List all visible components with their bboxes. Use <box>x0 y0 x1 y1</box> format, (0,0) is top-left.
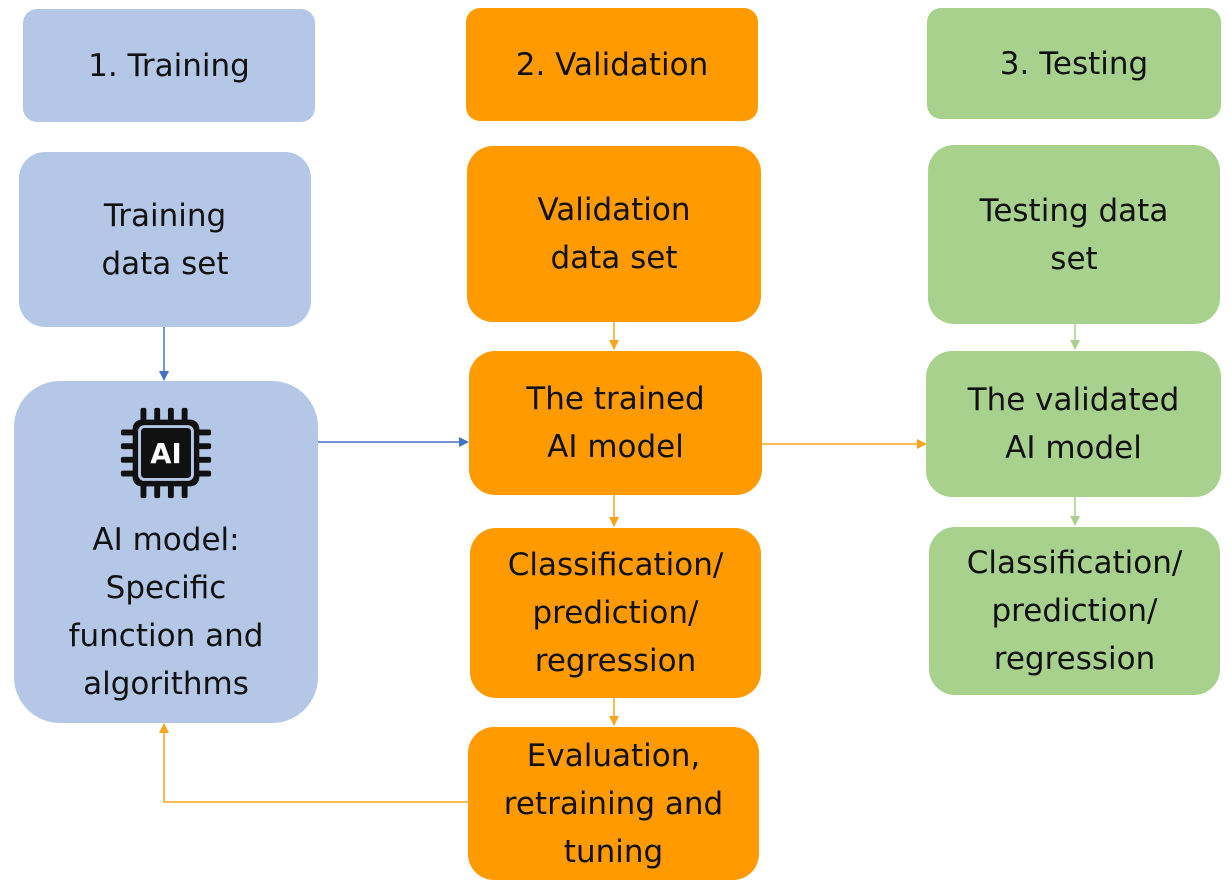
testing-output-box: Classification/ prediction/ regression <box>929 527 1220 695</box>
validated-model-line: The validated <box>967 382 1180 418</box>
validated-model-box: The validated AI model <box>926 351 1221 497</box>
ai-model-line: algorithms <box>83 666 249 702</box>
ai-model-box: AI AI model: Specific function and algor… <box>14 381 318 723</box>
trained-model-line: The trained <box>526 381 705 417</box>
validation-data-set-line: data set <box>550 240 678 276</box>
validation-output-box: Classification/ prediction/ regression <box>470 528 761 698</box>
validation-output-line: regression <box>534 643 697 679</box>
ai-model-description: AI model: Specific function and algorith… <box>69 516 264 708</box>
testing-data-set-line: Testing data <box>979 192 1169 229</box>
evaluation-line: retraining and <box>503 785 724 822</box>
testing-output-line: Classification/ <box>966 545 1183 581</box>
training-header-text: 1. Training <box>88 47 250 84</box>
training-data-set-line: data set <box>101 245 229 282</box>
validation-data-set-box: Validation data set <box>467 146 761 322</box>
arrow-evaluation-back-to-ai-model <box>159 723 468 803</box>
training-data-set-line: Training <box>103 197 227 234</box>
testing-output-line: prediction/ <box>991 593 1158 629</box>
ai-model-line: AI model: <box>92 522 240 558</box>
validation-output-line: Classification/ <box>507 547 724 583</box>
testing-output-line: regression <box>993 641 1156 677</box>
evaluation-line: tuning <box>563 833 664 870</box>
validation-header-text: 2. Validation <box>515 46 709 83</box>
trained-model-line: AI model <box>547 429 684 465</box>
ai-model-line: function and <box>68 618 264 654</box>
testing-header: 3. Testing <box>927 8 1221 119</box>
testing-data-set-box: Testing data set <box>928 145 1220 324</box>
validation-data-set-line: Validation <box>537 192 691 228</box>
validated-model-line: AI model <box>1005 430 1142 466</box>
evaluation-box: Evaluation, retraining and tuning <box>468 727 759 880</box>
ai-model-line: Specific <box>105 570 227 606</box>
testing-data-set-line: set <box>1050 240 1098 277</box>
ai-chip-label: AI <box>150 439 181 470</box>
ai-chip-icon: AI <box>120 407 212 499</box>
validation-output-line: prediction/ <box>532 595 699 631</box>
training-data-set-box: Training data set <box>19 152 311 327</box>
testing-header-text: 3. Testing <box>999 45 1149 82</box>
training-header: 1. Training <box>23 9 315 122</box>
trained-model-box: The trained AI model <box>469 351 762 495</box>
evaluation-line: Evaluation, <box>526 737 701 774</box>
validation-header: 2. Validation <box>466 8 758 121</box>
